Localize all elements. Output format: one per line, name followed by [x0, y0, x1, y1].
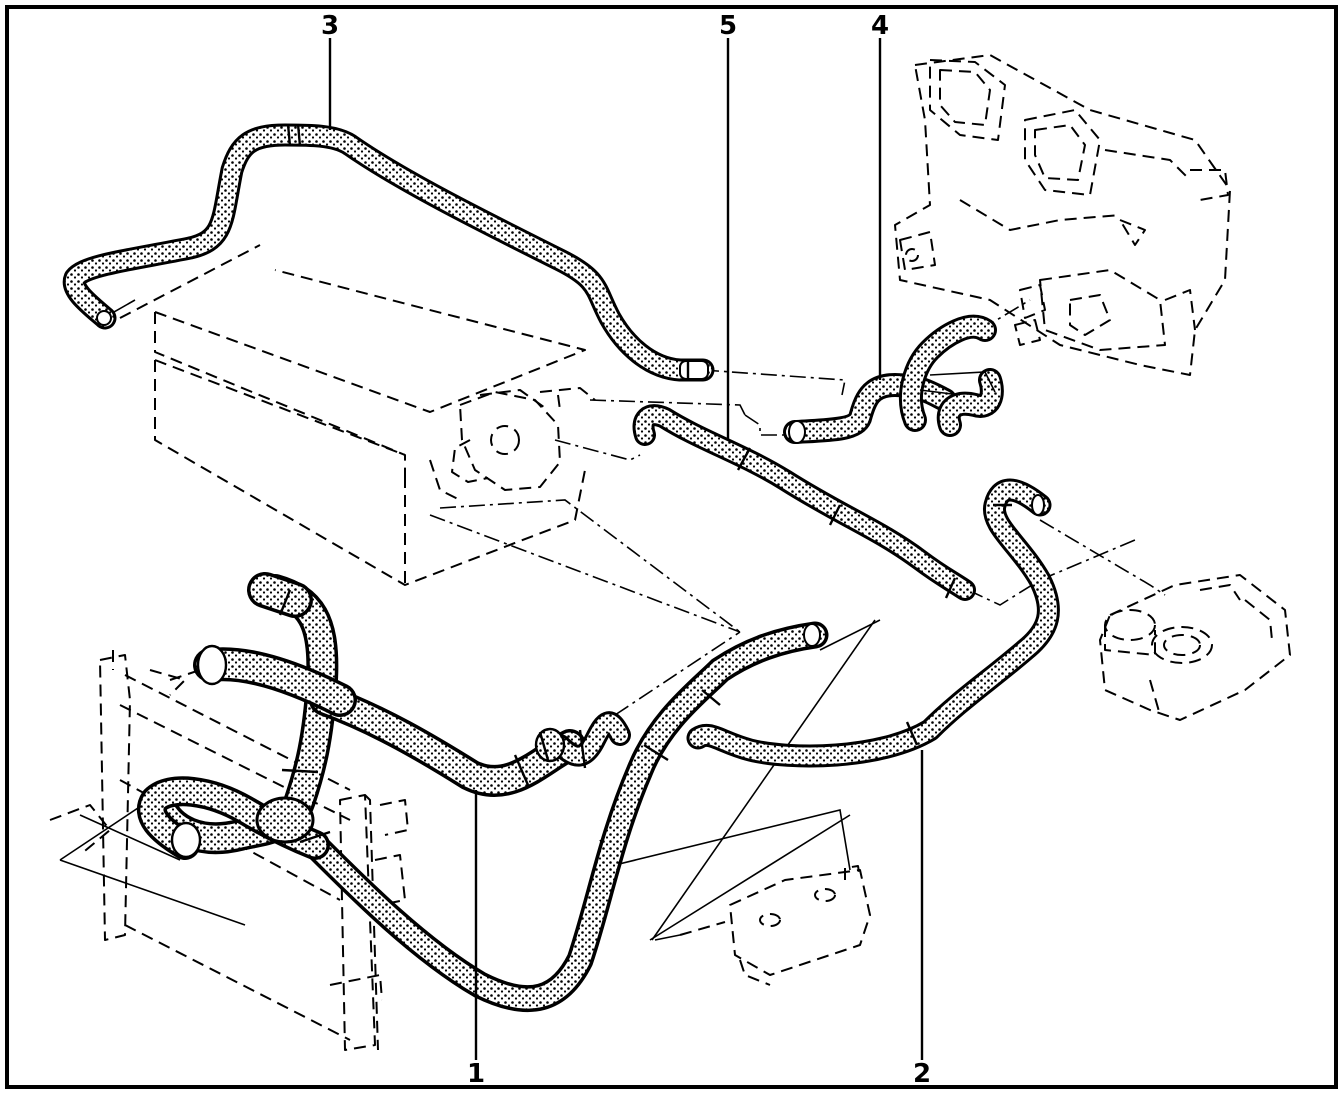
callout-3: 3	[321, 11, 339, 41]
callout-leaders	[328, 38, 924, 1060]
oil-cooler-outline	[679, 865, 871, 986]
expansion-tank-outline	[1099, 574, 1291, 721]
diagram-frame	[5, 5, 1338, 1089]
hose-5	[632, 404, 976, 601]
hose-1	[137, 572, 829, 1013]
engine-block-outline	[154, 269, 586, 586]
callout-1: 1	[467, 1059, 485, 1089]
hose-2	[686, 478, 1060, 768]
hose-4	[783, 314, 1004, 444]
water-pump-outline	[451, 387, 596, 491]
heater-unit-outline	[894, 54, 1231, 376]
callout-4: 4	[871, 11, 889, 41]
callout-2: 2	[913, 1059, 931, 1089]
hose-3	[62, 123, 715, 382]
callout-5: 5	[719, 11, 737, 41]
